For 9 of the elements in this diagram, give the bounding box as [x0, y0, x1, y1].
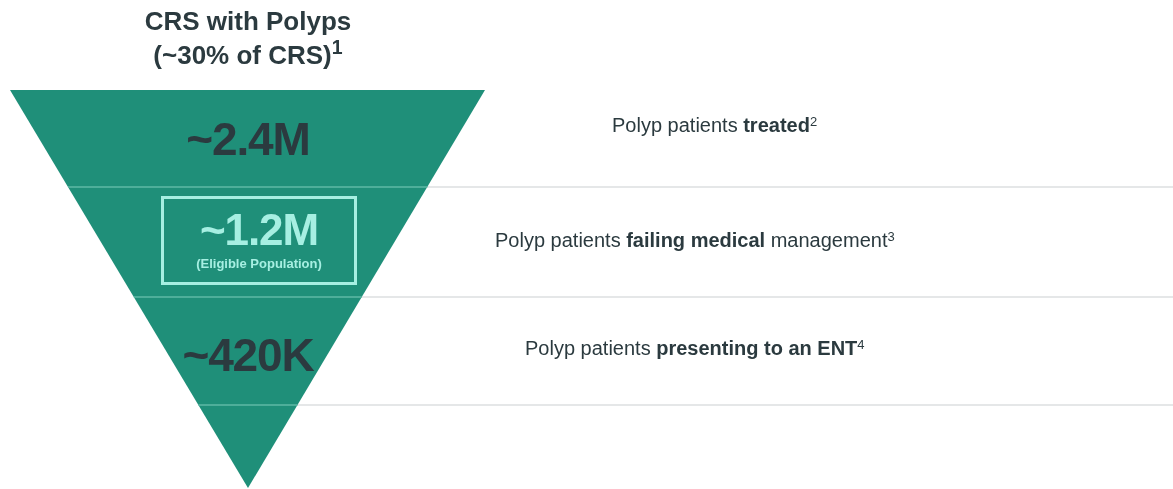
row-description: Polyp patients presenting to an ENT$^{4}$ — [525, 335, 865, 361]
highlight-box — [161, 196, 357, 285]
population-value: ~420K — [182, 332, 314, 378]
row-description: Polyp patients treated$^{2}$ — [612, 112, 818, 138]
row-description: Polyp patients failing medical management$^{3}$ — [495, 227, 895, 253]
population-value: ~2.4M — [186, 116, 310, 162]
funnel-title: CRS with Polyps (~30% of CRS)$^{1}$ — [143, 5, 353, 72]
population-value: ~1.2M — [200, 208, 318, 253]
value-caption: (Eligible Population) — [196, 256, 322, 273]
